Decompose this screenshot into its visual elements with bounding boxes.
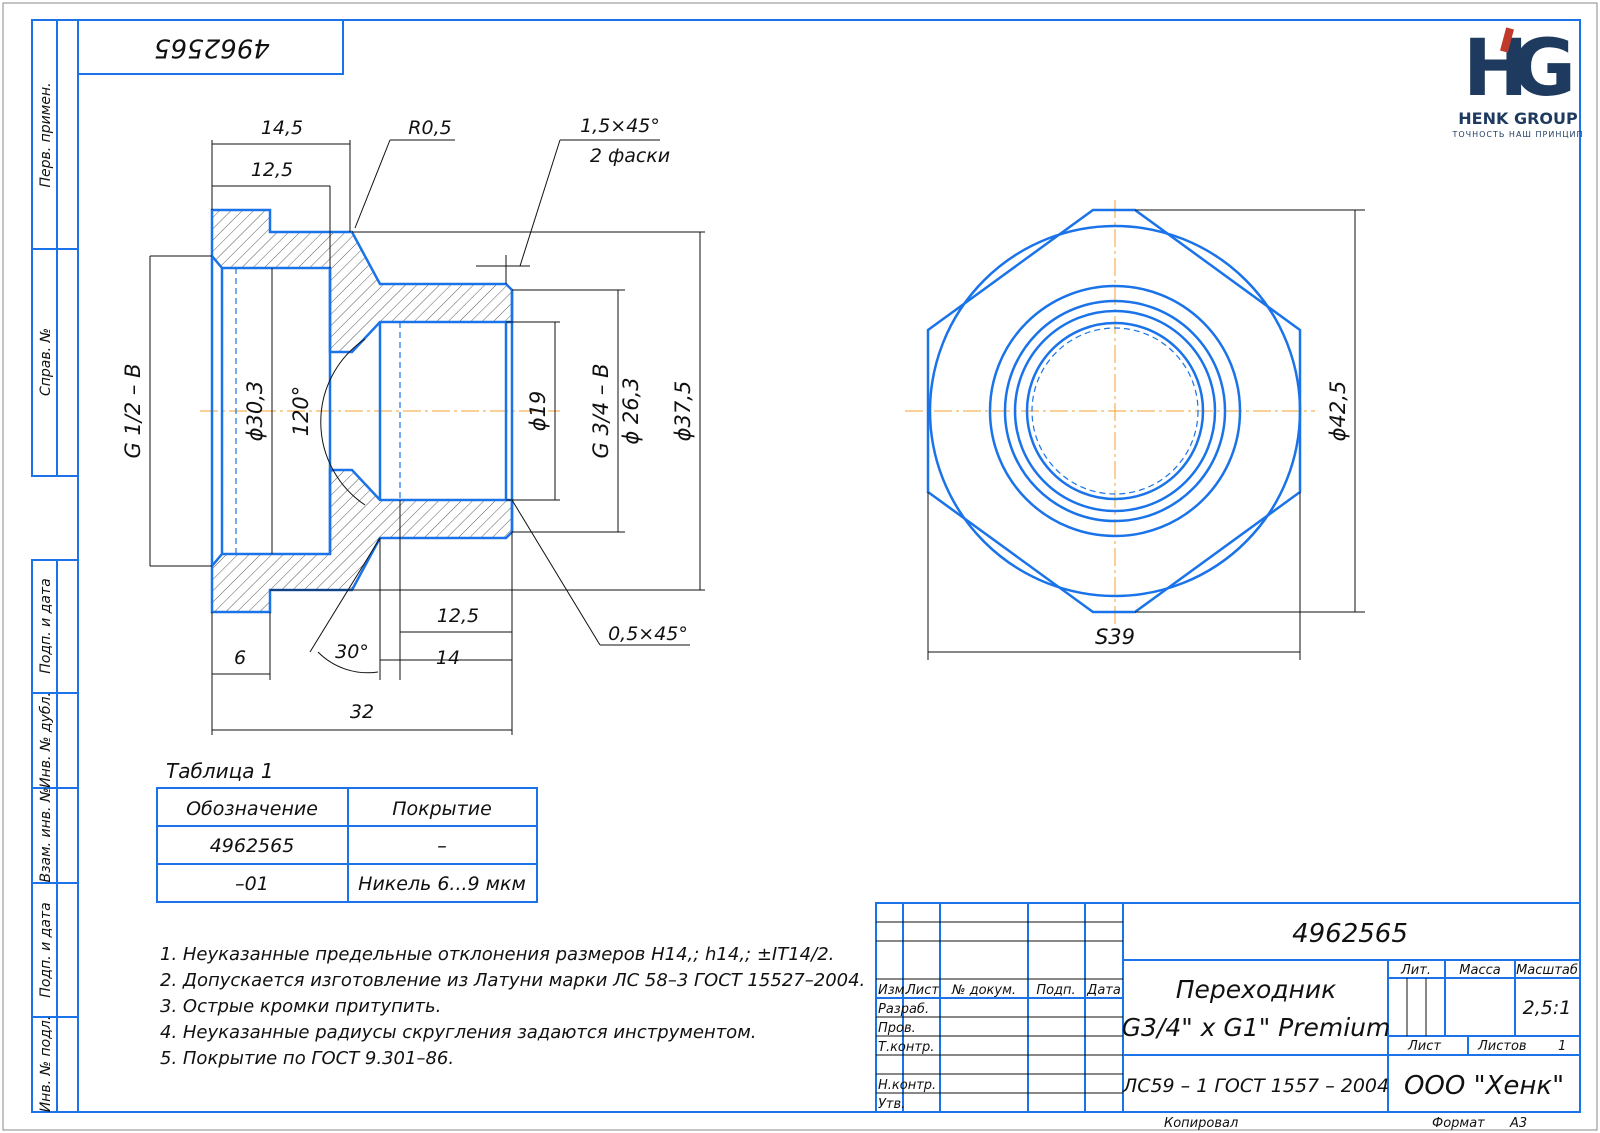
tb-title-1: Переходник [1176, 975, 1337, 1004]
side-label-podp1: Подп. и дата [38, 578, 54, 673]
tb-sheets-val: 1 [1558, 1039, 1566, 1054]
note-1: 1. Неуказанные предельные отклонения раз… [160, 944, 834, 965]
section-view: 14,5 12,5 R0,5 1,5×45° 2 фаски G 1/2 – B… [121, 115, 705, 735]
dim-32: 32 [350, 701, 374, 723]
table-caption: Таблица 1 [166, 759, 274, 783]
tb-sheet: Лист [1407, 1039, 1441, 1054]
tb-scale-label: Масштаб [1516, 963, 1578, 978]
dim-g3-4: G 3/4 – B [589, 363, 613, 458]
dim-chamfer-bot: 0,5×45° [608, 623, 688, 645]
side-label-perv: Перв. примен. [38, 82, 54, 187]
tb-doc: № докум. [951, 983, 1016, 998]
tb-sign: Подп. [1036, 983, 1075, 998]
coating-table: Таблица 1 Обозначение Покрытие 4962565 –… [156, 759, 538, 903]
dim-d19: ϕ19 [526, 391, 550, 432]
tb-title-2: G3/4" x G1" Premium [1122, 1013, 1391, 1042]
logo-slogan: ТОЧНОСТЬ НАШ ПРИНЦИП [1451, 130, 1583, 139]
dim-12-5-top: 12,5 [251, 159, 293, 181]
tb-material: ЛС59 – 1 ГОСТ 1557 – 2004 [1122, 1075, 1389, 1097]
dim-6: 6 [234, 647, 246, 669]
table-cell: Никель 6...9 мкм [358, 873, 526, 895]
logo-h: H [1463, 24, 1528, 114]
side-label-vzam: Взам. инв. № [38, 787, 54, 882]
side-label-inv-dubl: Инв. № дубл. [38, 692, 54, 788]
note-2: 2. Допускается изготовление из Латуни ма… [160, 970, 865, 991]
dim-s39: S39 [1095, 625, 1135, 649]
tb-format: А3 [1509, 1116, 1527, 1131]
section-dimension-lines [149, 139, 705, 735]
top-number-box: 4962565 [77, 19, 344, 75]
side-label-podp2: Подп. и дата [38, 902, 54, 997]
dim-d30-3: ϕ30,3 [243, 381, 267, 442]
tb-copied: Копировал [1164, 1116, 1238, 1131]
tb-scale: 2,5:1 [1523, 997, 1572, 1019]
dim-14: 14 [436, 647, 460, 669]
dim-ang30: 30° [335, 641, 369, 663]
outer-circle [928, 224, 1302, 598]
tb-list: Лист [905, 983, 939, 998]
tb-role: Н.контр. [878, 1078, 936, 1093]
tb-lit: Лит. [1400, 963, 1431, 978]
tb-format-label: Формат [1432, 1116, 1485, 1131]
company-logo: H G HENK GROUP ТОЧНОСТЬ НАШ ПРИНЦИП [1451, 24, 1583, 139]
technical-notes: 1. Неуказанные предельные отклонения раз… [160, 944, 865, 1069]
title-block: Изм. Лист № докум. Подп. Дата Разраб. Пр… [875, 902, 1581, 1131]
logo-g: G [1512, 24, 1576, 114]
section-wall-top [210, 208, 514, 354]
dim-chamfer-top: 1,5×45° [580, 115, 660, 137]
dim-chamfer-top-note: 2 фаски [590, 145, 670, 167]
table-cell: – [437, 835, 447, 857]
logo-accent [1500, 27, 1514, 53]
dim-ang120: 120° [289, 386, 313, 437]
table-header-coating: Покрытие [392, 798, 492, 820]
tb-role: Пров. [878, 1021, 916, 1036]
side-panel: Перв. примен. Справ. № Подп. и дата Инв.… [31, 19, 79, 1113]
tb-role: Т.контр. [878, 1040, 934, 1055]
side-label-sprav: Справ. № [38, 328, 54, 396]
dim-r0-5: R0,5 [408, 117, 451, 139]
dim-12-5-bot: 12,5 [437, 605, 479, 627]
table-cell: 4962565 [210, 835, 295, 857]
logo-company: HENK GROUP [1458, 109, 1578, 128]
side-label-inv-podl: Инв. № подл. [38, 1016, 54, 1113]
dim-14-5: 14,5 [261, 117, 303, 139]
note-4: 4. Неуказанные радиусы скругления задают… [160, 1022, 757, 1043]
dim-d37-5: ϕ37,5 [671, 381, 695, 442]
table-header-designation: Обозначение [186, 798, 318, 820]
end-view: ϕ42,5 S39 [905, 200, 1365, 660]
tb-date: Дата [1086, 983, 1121, 998]
tb-mass: Масса [1459, 963, 1500, 978]
tb-role: Утв. [878, 1097, 905, 1112]
tb-role: Разраб. [878, 1002, 929, 1017]
top-number: 4962565 [154, 33, 270, 63]
tb-number: 4962565 [1292, 919, 1408, 949]
table-cell: –01 [235, 873, 269, 895]
dim-g1-2: G 1/2 – B [121, 363, 145, 458]
note-3: 3. Острые кромки притупить. [160, 996, 441, 1017]
dim-d26-3: ϕ 26,3 [619, 377, 643, 444]
tb-company: ООО "Хенк" [1404, 1071, 1564, 1101]
section-wall-bottom [210, 468, 514, 614]
tb-izm: Изм. [878, 983, 909, 998]
dim-d42-5: ϕ42,5 [1326, 381, 1350, 442]
note-5: 5. Покрытие по ГОСТ 9.301–86. [160, 1048, 454, 1069]
tb-sheets: Листов [1477, 1039, 1527, 1054]
